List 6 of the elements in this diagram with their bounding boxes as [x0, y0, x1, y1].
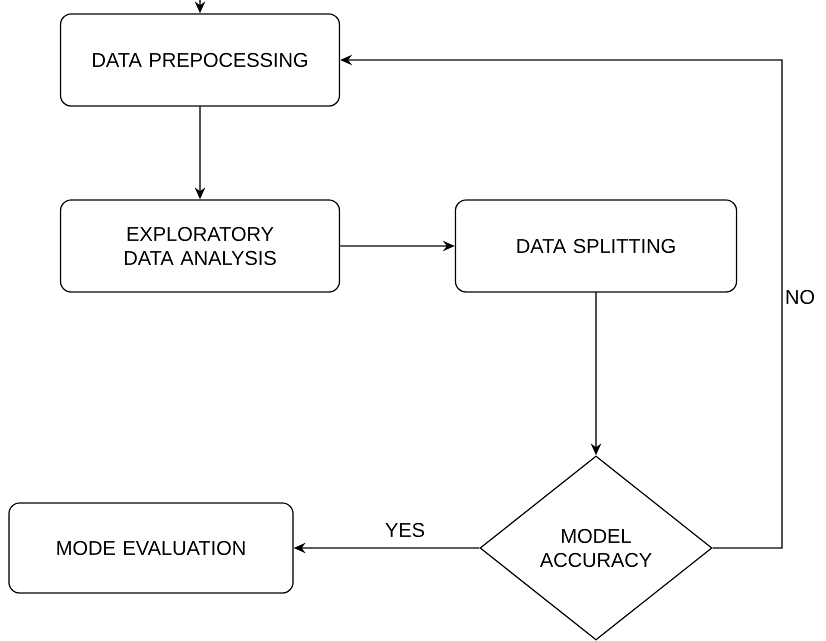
edge-label: NO	[784, 288, 816, 306]
edge-label: YES	[384, 522, 426, 538]
process-box: EXPLORATORY DATA ANALYSIS	[60, 199, 340, 293]
process-box: DATA PREPOCESSING	[60, 13, 340, 107]
process-box: MODE EVALUATION	[8, 502, 294, 594]
process-box: DATA SPLITTING	[454, 199, 738, 293]
